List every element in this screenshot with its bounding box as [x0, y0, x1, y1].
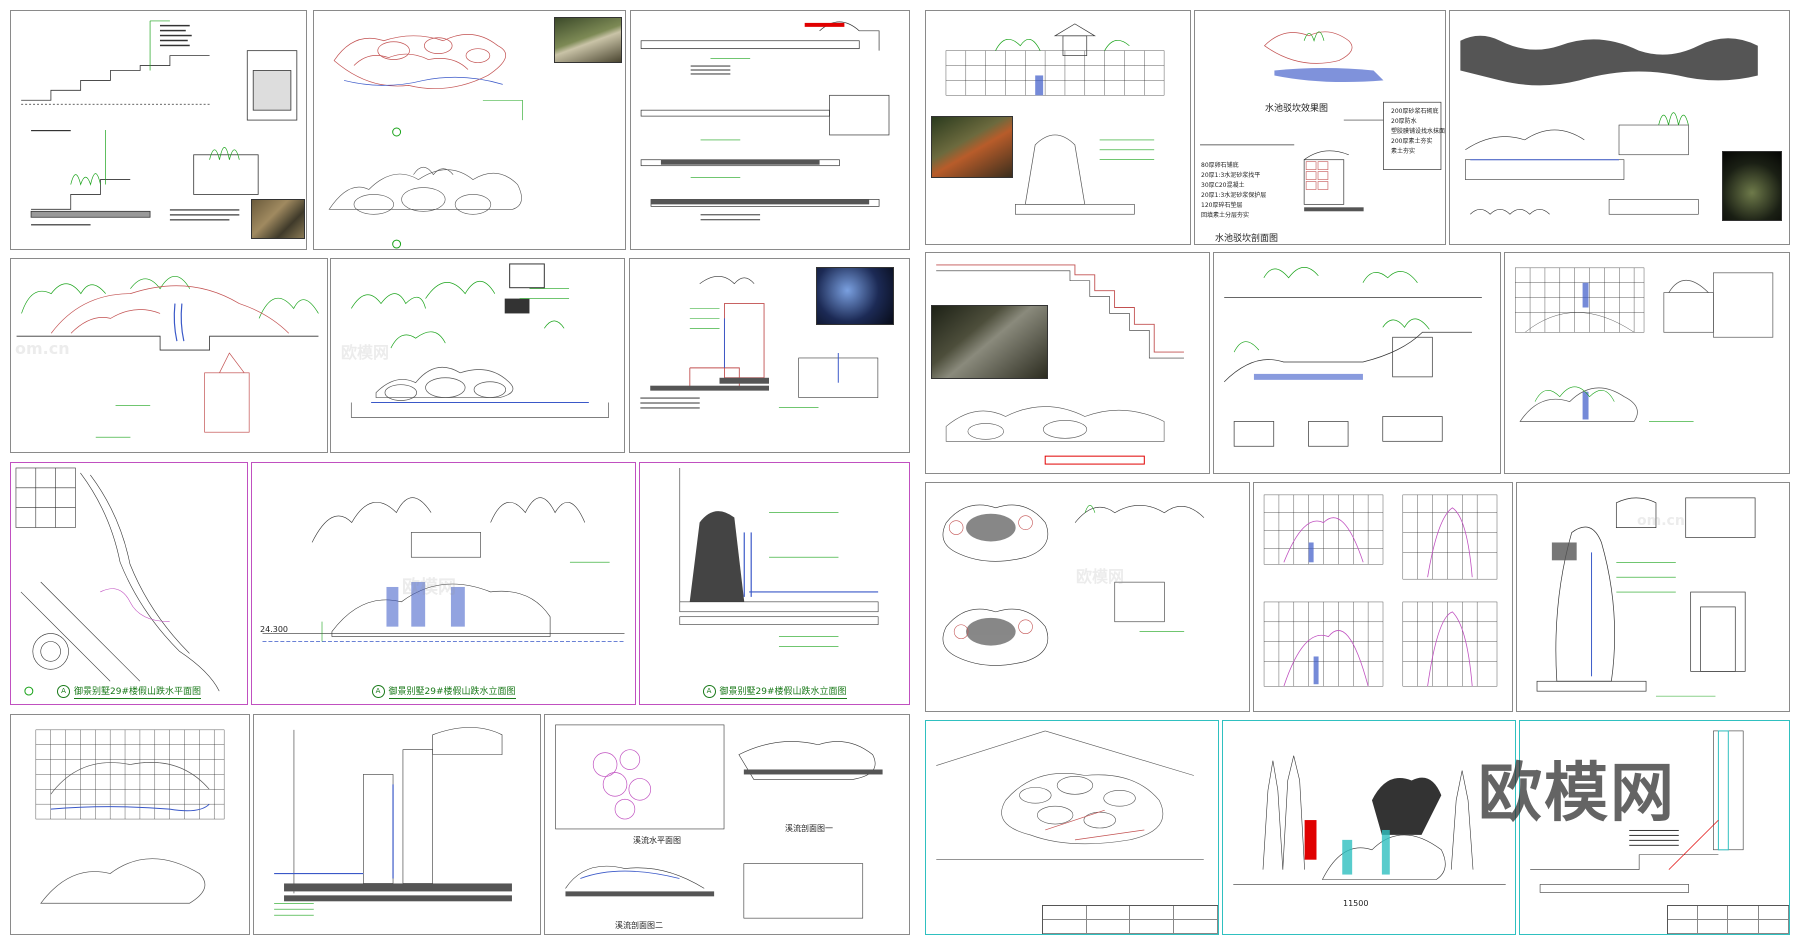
drawing-stream-details: [555, 724, 883, 919]
sheet-stone-column: om.cn: [1516, 482, 1790, 712]
sheet-waterfall-elevation: om.cn: [10, 258, 328, 453]
sheet-grid-rockery: [1504, 252, 1790, 474]
photo-waterfall: [554, 17, 622, 63]
label-water-section: 水池驳坎剖面图: [1215, 234, 1279, 244]
title-block: [1041, 905, 1218, 934]
sheet-stream-details: 溪流水平面图 溪流剖面图一 溪流剖面图二: [544, 714, 910, 935]
water-note: 200厚砂浆石砌底: [1391, 108, 1439, 115]
sheet-rockery-sections: [10, 10, 307, 250]
water-note: 120厚碎石垫层: [1201, 202, 1243, 209]
sheet-planting-elevation: 欧模网: [330, 258, 625, 453]
drawing-waterfall-plan: [35, 729, 225, 904]
drawing-stream-profile: [1460, 35, 1758, 215]
water-note: 回填素土分层夯实: [1201, 212, 1250, 219]
sheet-label-badge: A: [57, 685, 70, 698]
water-note: 20厚1:3水泥砂浆保护层: [1201, 192, 1267, 199]
drawing-rockery-layout: [936, 730, 1204, 860]
sheet-sections-details: [630, 10, 910, 250]
drawing-planting-elevation: [350, 263, 609, 418]
sheet-rock-elevations: [1253, 482, 1513, 712]
label-stream-section-1: 溪流剖面图一: [785, 824, 833, 833]
drawing-rock-elevations: [1263, 494, 1498, 687]
dim-elevation: 24.300: [260, 625, 288, 634]
sheet-stream-profile: [1449, 10, 1790, 245]
sheet-label-badge: A: [702, 685, 716, 698]
water-note: 30厚C20混凝土: [1201, 182, 1245, 189]
water-note: 80厚卵石铺底: [1201, 162, 1239, 169]
dim-front: 11500: [1343, 899, 1369, 908]
water-note: 素土夯实: [1391, 148, 1416, 155]
sheet-villa-plan: A 御景别墅29#楼假山跌水平面图: [10, 462, 248, 705]
drawing-landscape-sections: [1223, 267, 1482, 447]
sheet-stepped-waterfall: [925, 252, 1210, 474]
sheet-landscape-sections: [1213, 252, 1501, 474]
title-villa-section-text: 御景别墅29#楼假山跌水立面图: [719, 687, 847, 699]
drawing-villa-elevation: [262, 497, 625, 642]
drawing-villa-section: [679, 467, 879, 647]
drawing-rockery-front: [1233, 755, 1506, 885]
photo-stream-stones: [251, 199, 305, 239]
drawing-pool-plans: [942, 504, 1205, 666]
sheet-rockery-front: 11500: [1222, 720, 1516, 935]
sheet-wall-fountain: [629, 258, 910, 453]
drawing-wall-fountain: [640, 276, 879, 409]
photo-rockery: [931, 305, 1048, 379]
drawing-villa-plan: [15, 467, 220, 696]
photo-night-stream: [1722, 151, 1782, 221]
sheet-rockery-plan: [313, 10, 626, 250]
title-villa-plan-text: 御景别墅29#楼假山跌水平面图: [74, 687, 201, 699]
drawing-grid-rockery: [1515, 267, 1774, 422]
watermark-brand: 欧模网: [1478, 757, 1676, 831]
drawing-pond-revetment: [1200, 31, 1442, 212]
sheet-rockery-layout: [925, 720, 1219, 935]
drawing-rockery-plan: [328, 34, 523, 249]
drawing-pavilion-rockery: [945, 23, 1165, 215]
water-notes-left: 80厚卵石铺底 20厚1:3水泥砂浆找平 30厚C20混凝土 20厚1:3水泥砂…: [1201, 161, 1266, 221]
drawing-waterfall-elevation: [16, 275, 319, 438]
water-note: 塑胶膜铺设找水抹面: [1391, 128, 1446, 135]
photo-pavilion: [931, 116, 1013, 178]
drawing-pond-section: [274, 727, 512, 916]
water-notes-right: 200厚砂浆石砌底 20厚防水 塑胶膜铺设找水抹面 200厚素土夯实 素土夯实: [1391, 107, 1445, 157]
drawing-sections-details: [640, 21, 890, 221]
label-stream-section-2: 溪流剖面图二: [615, 921, 663, 930]
water-note: 200厚素土夯实: [1391, 138, 1433, 145]
drawing-stepped-waterfall: [936, 264, 1184, 465]
water-note: 20厚1:3水泥砂浆找平: [1201, 172, 1261, 179]
water-note: 20厚防水: [1391, 118, 1417, 125]
sheet-pavilion-rockery: [925, 10, 1191, 245]
title-villa-plan: A 御景别墅29#楼假山跌水平面图: [11, 684, 247, 699]
drawing-rockery-side: [1530, 730, 1744, 893]
sheet-waterfall-plan: [10, 714, 250, 935]
drawing-stone-column: [1536, 497, 1756, 697]
drawing-rockery-sections: [21, 20, 298, 226]
label-water-effect: 水池驳坎效果图: [1265, 104, 1329, 114]
sheet-pool-plans: 欧模网: [925, 482, 1250, 712]
title-villa-elevation-text: 御景别墅29#楼假山跌水立面图: [388, 687, 516, 699]
sheet-rockery-side: [1519, 720, 1790, 935]
sheet-label-badge: A: [371, 685, 385, 698]
title-block: [1666, 905, 1789, 934]
photo-night-waterfall: [816, 267, 894, 325]
label-stream-plan: 溪流水平面图: [633, 836, 681, 845]
sheet-pond-revetment: 水池驳坎效果图 水池驳坎剖面图 200厚砂浆石砌底 20厚防水 塑胶膜铺设找水抹…: [1194, 10, 1446, 245]
sheet-pond-section: [253, 714, 541, 935]
